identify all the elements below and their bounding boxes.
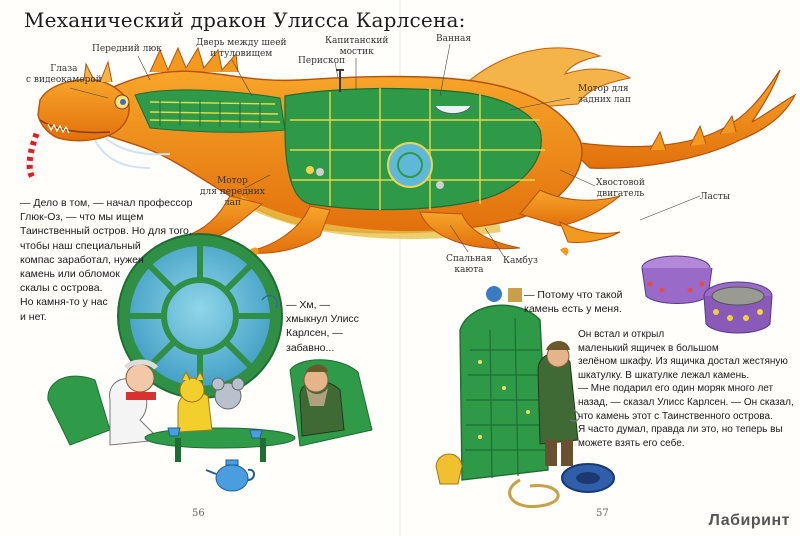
label-bath: Ванная xyxy=(436,34,472,44)
left-reply-text: — Хм, — хмыкнул Улисс Карлсен, — забавно… xyxy=(286,299,359,354)
book-gutter xyxy=(399,0,401,536)
right-scene-illustration xyxy=(435,255,773,508)
label-front-motor: Мотор для передних лап xyxy=(200,176,265,208)
label-bridge: Капитанский мостик xyxy=(325,36,389,57)
label-eyes: Глаза с видеокамерой xyxy=(26,64,102,85)
dragon-illustration xyxy=(26,46,797,256)
label-bow-hatch: Передний люк xyxy=(92,44,162,54)
label-periscope: Перископ xyxy=(298,56,346,66)
label-fins: Ласты xyxy=(700,192,731,202)
page-title: Механический дракон Улисса Карлсена: xyxy=(24,8,466,32)
left-story-text: — Дело в том, — начал профессор Глюк-Оз,… xyxy=(20,197,193,323)
label-tail-engine: Хвостовой двигатель xyxy=(596,178,645,199)
label-bedroom: Спальная каюта xyxy=(446,254,492,275)
page-number-right: 57 xyxy=(596,508,609,519)
label-leader-lines xyxy=(69,43,701,259)
right-top-text: — Потому что такой камень есть у меня. xyxy=(524,289,623,316)
label-galley: Камбуз xyxy=(503,256,538,266)
label-door: Дверь между шеей и туловищем xyxy=(196,38,287,59)
label-rear-motor: Мотор для задних лап xyxy=(578,84,631,105)
right-story-text: Он встал и открыл маленький ящичек в бол… xyxy=(578,329,794,449)
page-number-left: 56 xyxy=(192,508,205,519)
left-scene-illustration xyxy=(47,233,373,492)
labirint-logo: Лабиринт xyxy=(708,512,790,529)
